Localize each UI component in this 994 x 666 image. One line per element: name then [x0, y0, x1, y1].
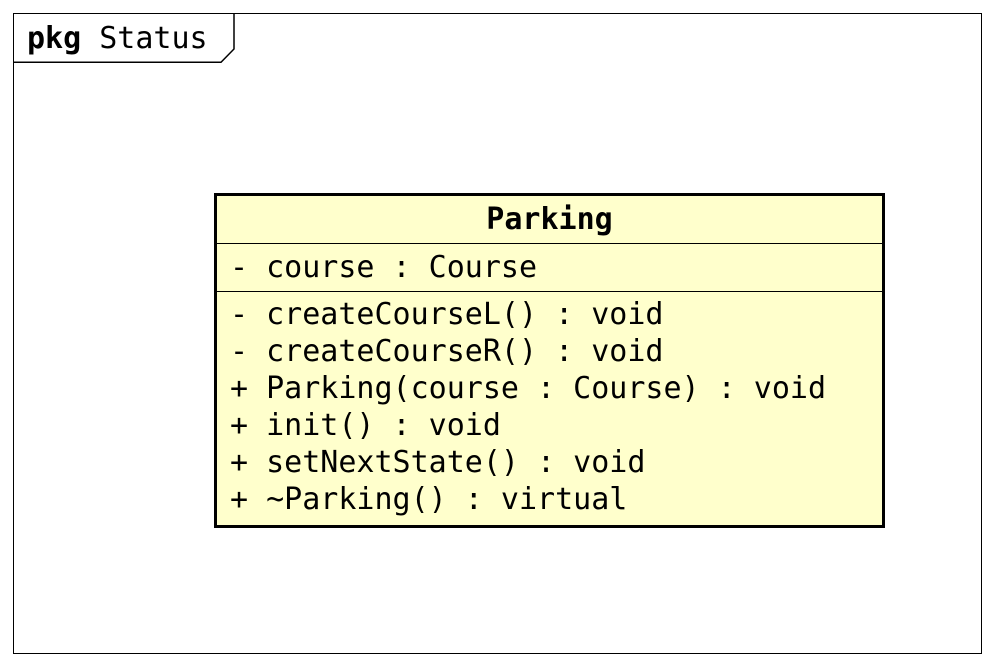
package-tab: pkg Status — [13, 13, 235, 63]
attribute-course: - course : Course — [230, 250, 538, 285]
operation-set-next-state: + setNextState() : void — [230, 445, 646, 480]
class-parking[interactable]: Parking - course : Course - createCourse… — [214, 193, 885, 528]
operation-create-course-r: - createCourseR() : void — [230, 334, 664, 369]
class-name: Parking — [217, 196, 882, 244]
package-frame — [13, 13, 982, 654]
operation-parking-destructor: + ~Parking() : virtual — [230, 482, 628, 517]
package-name: Status — [99, 21, 208, 56]
attribute-compartment: - course : Course — [217, 244, 882, 292]
operation-create-course-l: - createCourseL() : void — [230, 297, 664, 332]
operation-parking-constructor: + Parking(course : Course) : void — [230, 371, 827, 406]
operation-init: + init() : void — [230, 408, 501, 443]
package-keyword: pkg — [27, 21, 82, 56]
package-title: pkg Status — [27, 22, 208, 56]
package-tab-outline — [13, 13, 235, 63]
operation-compartment: - createCourseL() : void - createCourseR… — [217, 292, 882, 518]
